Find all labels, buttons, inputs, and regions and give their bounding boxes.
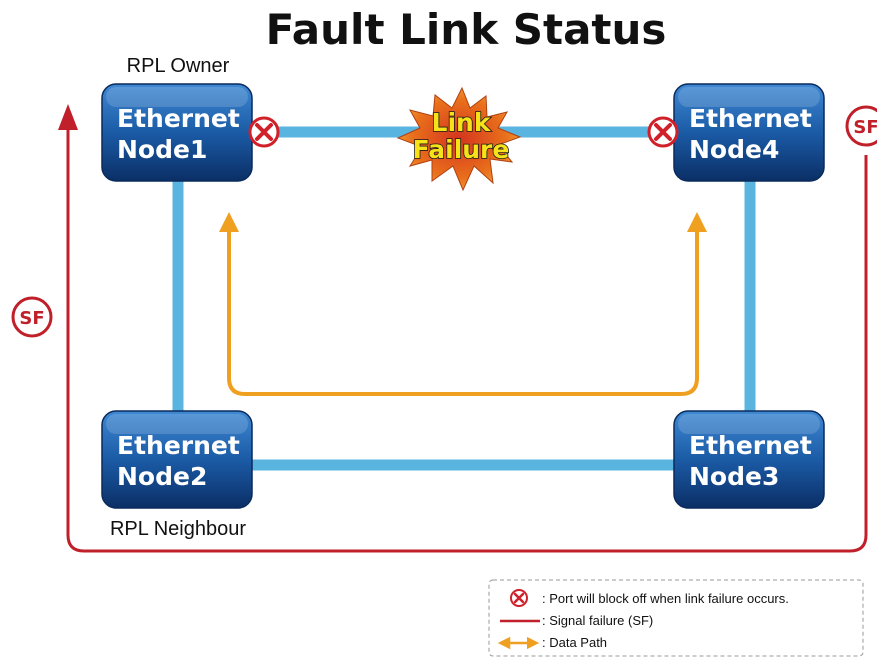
sf-badge-left: SF xyxy=(11,296,53,338)
svg-text:SF: SF xyxy=(853,117,877,138)
blocked-port-icon-node4 xyxy=(647,116,679,148)
node-1: Ethernet Node1 xyxy=(101,83,253,182)
node-2: Ethernet Node2 xyxy=(101,410,253,509)
sf-badge-right: SF xyxy=(845,105,877,147)
rpl-owner-label: RPL Owner xyxy=(127,55,230,77)
page-title: Fault Link Status xyxy=(266,5,667,54)
legend-blocked-port-icon xyxy=(510,589,528,607)
node-1-line1: Ethernet xyxy=(117,104,240,133)
rpl-neighbour-label: RPL Neighbour xyxy=(110,518,246,540)
svg-text:SF: SF xyxy=(19,308,44,329)
data-path xyxy=(219,212,707,396)
node-3: Ethernet Node3 xyxy=(673,410,825,509)
link-failure-text-2: Failure xyxy=(413,135,510,164)
legend-block-text: : Port will block off when link failure … xyxy=(542,591,789,606)
node-3-line1: Ethernet xyxy=(689,431,812,460)
node-4-line1: Ethernet xyxy=(689,104,812,133)
node-3-line2: Node3 xyxy=(689,462,779,491)
legend-data-text: : Data Path xyxy=(542,635,607,650)
signal-failure-arrowhead xyxy=(58,104,78,130)
node-1-line2: Node1 xyxy=(117,135,207,164)
link-failure-burst: Link Failure xyxy=(396,86,522,192)
legend: : Port will block off when link failure … xyxy=(488,579,864,657)
node-2-line2: Node2 xyxy=(117,462,207,491)
link-failure-text-1: Link xyxy=(432,108,492,137)
node-4-line2: Node4 xyxy=(689,135,779,164)
blocked-port-icon-node1 xyxy=(248,116,280,148)
signal-failure-path xyxy=(66,130,868,553)
node-4: Ethernet Node4 xyxy=(673,83,825,182)
node-2-line1: Ethernet xyxy=(117,431,240,460)
legend-sf-text: : Signal failure (SF) xyxy=(542,613,653,628)
